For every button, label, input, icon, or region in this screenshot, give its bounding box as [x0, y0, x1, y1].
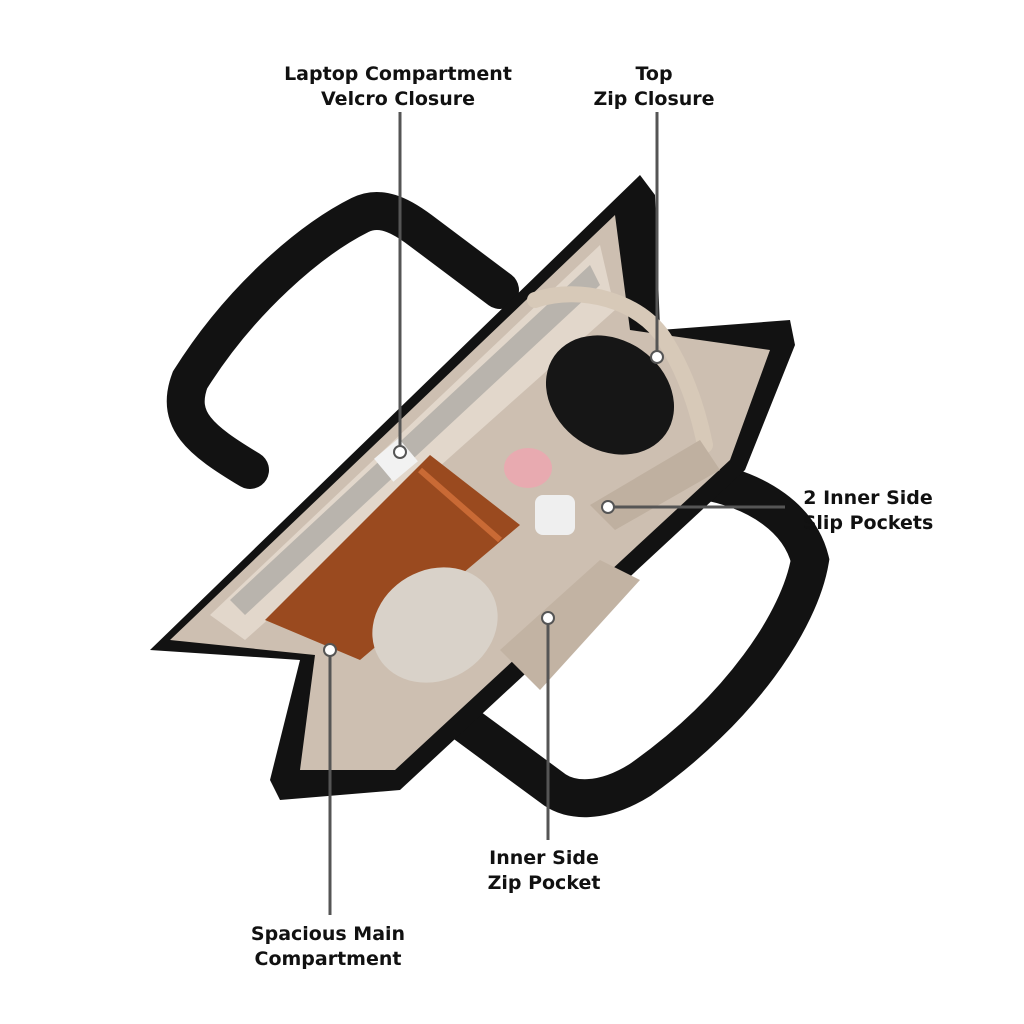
front-handle	[441, 461, 830, 818]
callout-dots	[323, 350, 664, 657]
callout-main-compartment: Spacious Main Compartment	[228, 922, 428, 972]
notebook	[265, 455, 520, 660]
pink-sponge	[504, 448, 552, 488]
back-handle	[166, 192, 519, 489]
callout-laptop-compartment: Laptop Compartment Velcro Closure	[270, 62, 526, 112]
callout-zip-pocket: Inner Side Zip Pocket	[466, 846, 622, 896]
callout-slip-pockets: 2 Inner Side Slip Pockets	[790, 486, 946, 536]
callout-laptop-line1: Laptop Compartment	[284, 63, 512, 85]
coin-pouch	[372, 567, 498, 683]
black-case	[545, 335, 675, 455]
callout-top-zip: Top Zip Closure	[576, 62, 732, 112]
laptop	[230, 265, 600, 615]
notebook-band	[418, 467, 502, 543]
callout-main-line2: Compartment	[254, 948, 402, 970]
callout-zip-line1: Inner Side	[489, 847, 599, 869]
callout-top-line1: Top	[635, 63, 673, 85]
callout-top-line2: Zip Closure	[593, 88, 715, 110]
callout-slip-line2: Slip Pockets	[802, 512, 934, 534]
inner-zip-pocket	[500, 560, 640, 690]
callout-zip-line2: Zip Pocket	[487, 872, 601, 894]
earbud-case	[535, 495, 575, 535]
callout-main-line1: Spacious Main	[250, 923, 406, 945]
callout-slip-line1: 2 Inner Side	[803, 487, 933, 509]
callout-laptop-line2: Velcro Closure	[321, 88, 475, 110]
callout-lines	[328, 112, 785, 915]
top-zipper	[527, 286, 713, 453]
velcro-tab	[374, 438, 418, 482]
